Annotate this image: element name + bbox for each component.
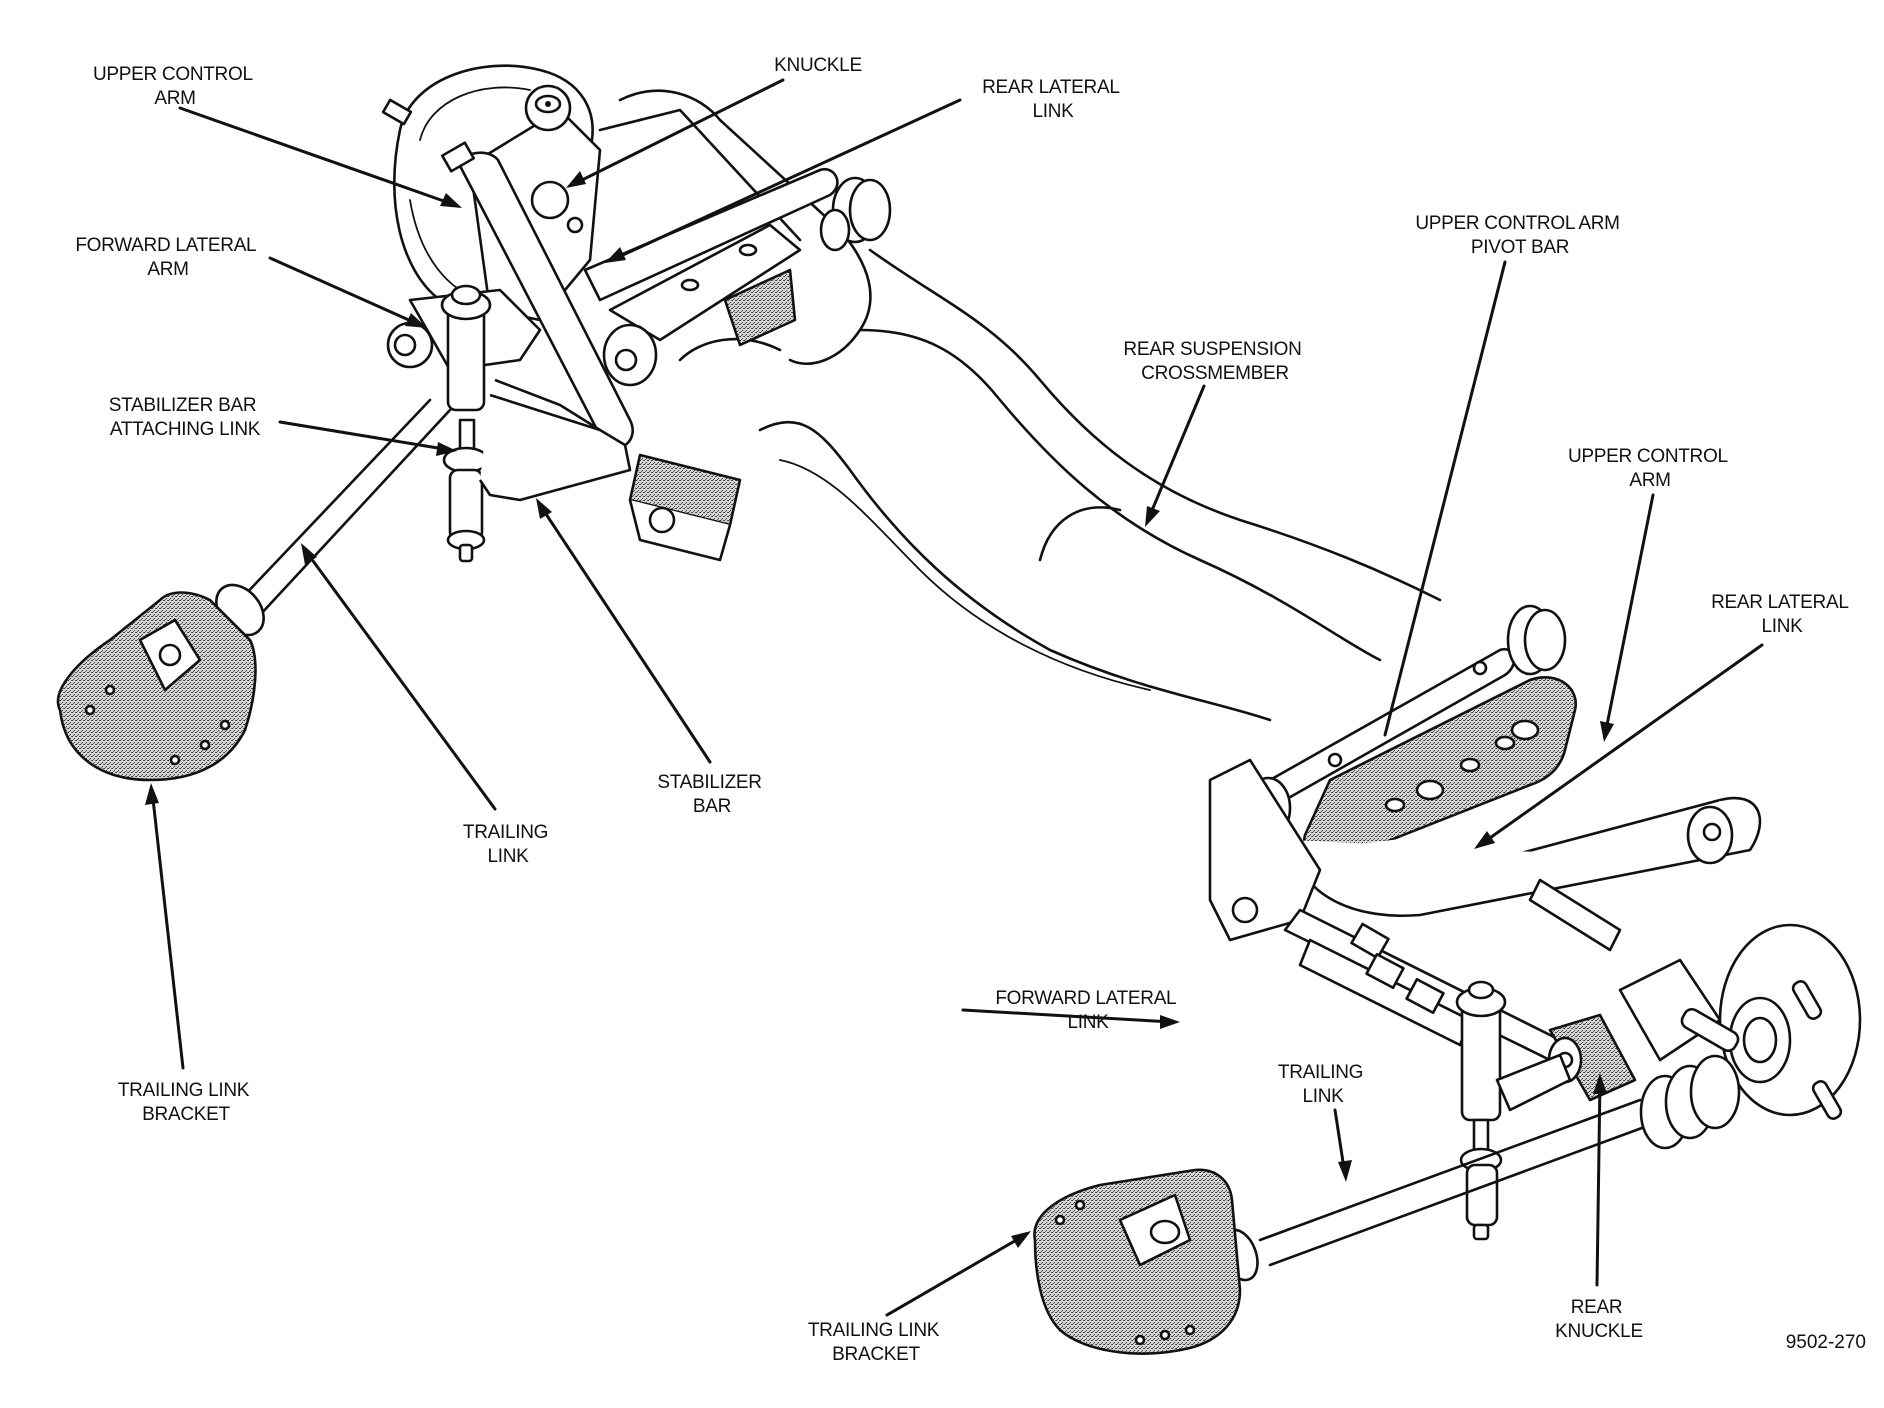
label-trailing-link-left: TRAILING LINK bbox=[463, 822, 553, 867]
leader-trailing-link-bracket-right bbox=[885, 1233, 1027, 1317]
label-rear-suspension-crossmember: REAR SUSPENSION CROSSMEMBER bbox=[1123, 339, 1306, 384]
label-stabilizer-bar: STABILIZER BAR bbox=[657, 772, 766, 817]
right-stabilizer-link bbox=[1455, 980, 1572, 1241]
leader-rear-lateral-link-right bbox=[1478, 643, 1764, 847]
leader-trailing-link-bracket-left bbox=[150, 788, 185, 1070]
rear-suspension-crossmember bbox=[598, 89, 1442, 722]
label-rear-knuckle: REAR KNUCKLE bbox=[1555, 1297, 1643, 1342]
label-rear-lateral-link-left: REAR LATERAL LINK bbox=[982, 77, 1124, 122]
right-upper-control-arm bbox=[1244, 676, 1762, 917]
leader-rear-suspension-crossmember bbox=[1146, 384, 1206, 522]
callout-labels: UPPER CONTROL ARM KNUCKLE REAR LATERAL L… bbox=[75, 55, 1866, 1365]
left-trailing-link-bracket bbox=[56, 591, 257, 782]
leader-stabilizer-bar-attaching-link bbox=[278, 420, 452, 452]
leader-knuckle bbox=[570, 78, 785, 187]
leader-upper-control-arm-pivot-bar bbox=[1383, 260, 1507, 737]
right-trailing-link-bracket bbox=[1033, 1168, 1242, 1355]
label-upper-control-arm-pivot-bar: UPPER CONTROL ARM PIVOT BAR bbox=[1415, 213, 1624, 258]
leader-forward-lateral-link bbox=[961, 1008, 1174, 1024]
left-rear-lateral-link bbox=[583, 167, 892, 347]
right-upper-control-arm-pivot-bar bbox=[1268, 604, 1567, 802]
leader-upper-control-arm-right bbox=[1603, 493, 1655, 737]
label-upper-control-arm-right: UPPER CONTROL ARM bbox=[1568, 446, 1732, 491]
right-trailing-link bbox=[1221, 1054, 1741, 1282]
left-stabilizer-bar bbox=[478, 378, 742, 562]
figure-number: 9502-270 bbox=[1786, 1332, 1866, 1353]
label-rear-lateral-link-right: REAR LATERAL LINK bbox=[1711, 592, 1853, 637]
right-rear-knuckle bbox=[1547, 923, 1862, 1120]
label-trailing-link-bracket-left: TRAILING LINK BRACKET bbox=[118, 1080, 254, 1125]
label-trailing-link-right: TRAILING LINK bbox=[1278, 1062, 1368, 1107]
leader-lines bbox=[145, 78, 1764, 1317]
left-stabilizer-link bbox=[440, 284, 492, 563]
label-upper-control-arm-left: UPPER CONTROL ARM bbox=[93, 64, 257, 109]
leader-rear-lateral-link-left bbox=[610, 98, 962, 262]
label-forward-lateral-arm: FORWARD LATERAL ARM bbox=[75, 235, 260, 280]
label-knuckle: KNUCKLE bbox=[774, 55, 862, 76]
leader-trailing-link-left bbox=[303, 548, 497, 811]
label-stabilizer-bar-attaching-link: STABILIZER BAR ATTACHING LINK bbox=[109, 395, 261, 440]
leader-stabilizer-bar bbox=[538, 503, 712, 764]
label-forward-lateral-link: FORWARD LATERAL LINK bbox=[995, 988, 1180, 1033]
right-forward-lateral-link bbox=[1298, 938, 1472, 1047]
label-trailing-link-bracket-right: TRAILING LINK BRACKET bbox=[808, 1320, 944, 1365]
leader-forward-lateral-arm bbox=[268, 256, 422, 327]
leader-rear-knuckle bbox=[1595, 1078, 1602, 1287]
leader-upper-control-arm-left bbox=[178, 106, 457, 207]
left-knuckle bbox=[468, 84, 602, 322]
